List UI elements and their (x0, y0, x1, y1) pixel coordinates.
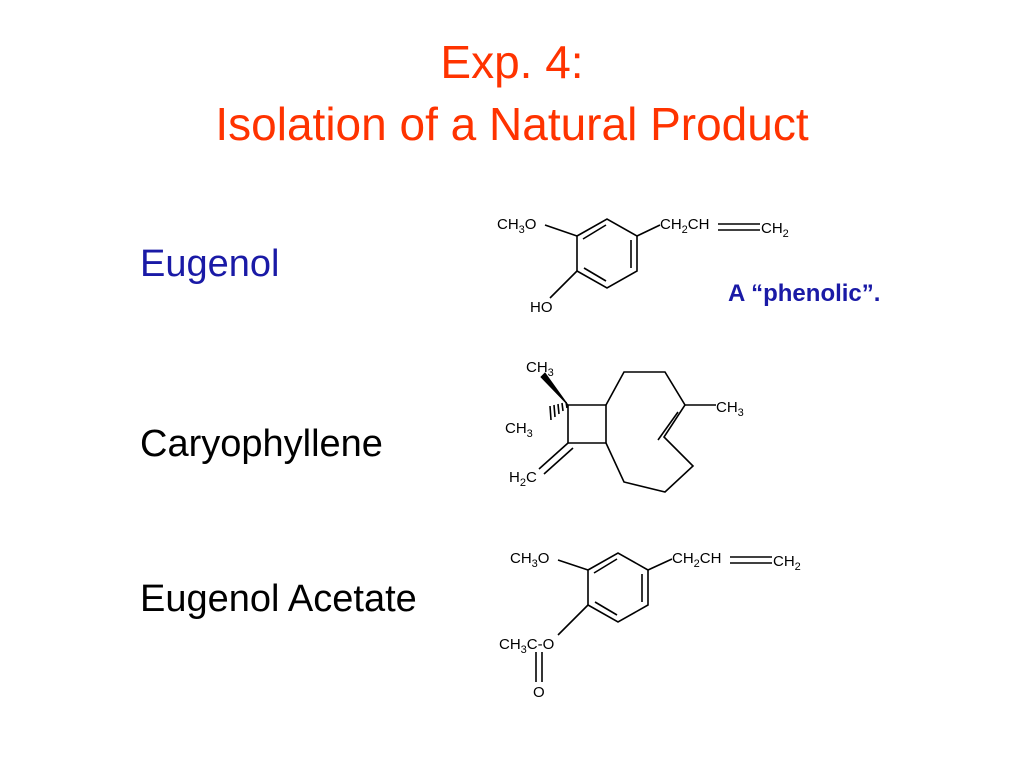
caryophyllene-structure: CH3 CH3 CH3 H2C (505, 359, 744, 493)
caryophyllene-cyclobutane-ring (567, 404, 607, 444)
eugenol-benzene-ring (576, 218, 638, 289)
compound-label-eugenol: Eugenol (140, 243, 280, 285)
eugenol-acetate-carbonyl-oxygen-label: O (533, 684, 545, 701)
eugenol-acetate-ester-bond (557, 604, 589, 636)
compound-label-eugenol-acetate: Eugenol Acetate (140, 578, 417, 620)
phenolic-note: A “phenolic”. (728, 280, 881, 307)
slide-title-line-1: Exp. 4: (440, 36, 584, 88)
eugenol-ring-double-bond (583, 267, 607, 282)
eugenol-acetate-allyl-label: CH2CH (672, 550, 721, 570)
eugenol-acetate-ring-double-bond (594, 601, 618, 616)
eugenol-terminal-ch2-label: CH2 (761, 220, 789, 240)
caryophyllene-methyl-right-label: CH3 (716, 399, 744, 419)
eugenol-acetate-methoxy-bond (557, 559, 589, 571)
eugenol-acetate-allyl-bond (647, 558, 673, 571)
eugenol-acetate-methoxy-label: CH3O (510, 550, 549, 570)
eugenol-allyl-bond (636, 224, 661, 237)
caryophyllene-exocyclic-double-bond (538, 442, 569, 470)
caryophyllene-nine-membered-ring (605, 371, 695, 493)
eugenol-structure: CH3O HO CH2CH CH2 (497, 216, 789, 316)
eugenol-methoxy-label: CH3O (497, 216, 536, 236)
eugenol-acetate-ester-label: CH3C-O (499, 636, 554, 656)
caryophyllene-methylene-label: H2C (509, 469, 537, 489)
eugenol-acetate-terminal-ch2-label: CH2 (773, 553, 801, 573)
eugenol-acetate-structure: CH3O CH3C-O O CH2CH CH2 (499, 550, 801, 701)
caryophyllene-ring-double-bond (657, 411, 679, 441)
eugenol-hydroxy-bond (549, 270, 578, 299)
eugenol-ring-double-bond (582, 224, 607, 240)
caryophyllene-methyl-top-label: CH3 (526, 359, 554, 379)
caryophyllene-wedge-bond (540, 372, 569, 406)
compound-label-caryophyllene: Caryophyllene (140, 423, 383, 465)
eugenol-acetate-ring-double-bond (593, 558, 618, 574)
caryophyllene-hash-bond (549, 401, 568, 421)
caryophyllene-methyl-left-label: CH3 (505, 420, 533, 440)
caryophyllene-exocyclic-double-bond (543, 447, 574, 475)
eugenol-acetate-benzene-ring (587, 552, 649, 623)
eugenol-methoxy-bond (544, 224, 578, 237)
slide-title-line-2: Isolation of a Natural Product (215, 98, 809, 150)
eugenol-allyl-label: CH2CH (660, 216, 709, 236)
eugenol-hydroxy-label: HO (530, 299, 553, 316)
